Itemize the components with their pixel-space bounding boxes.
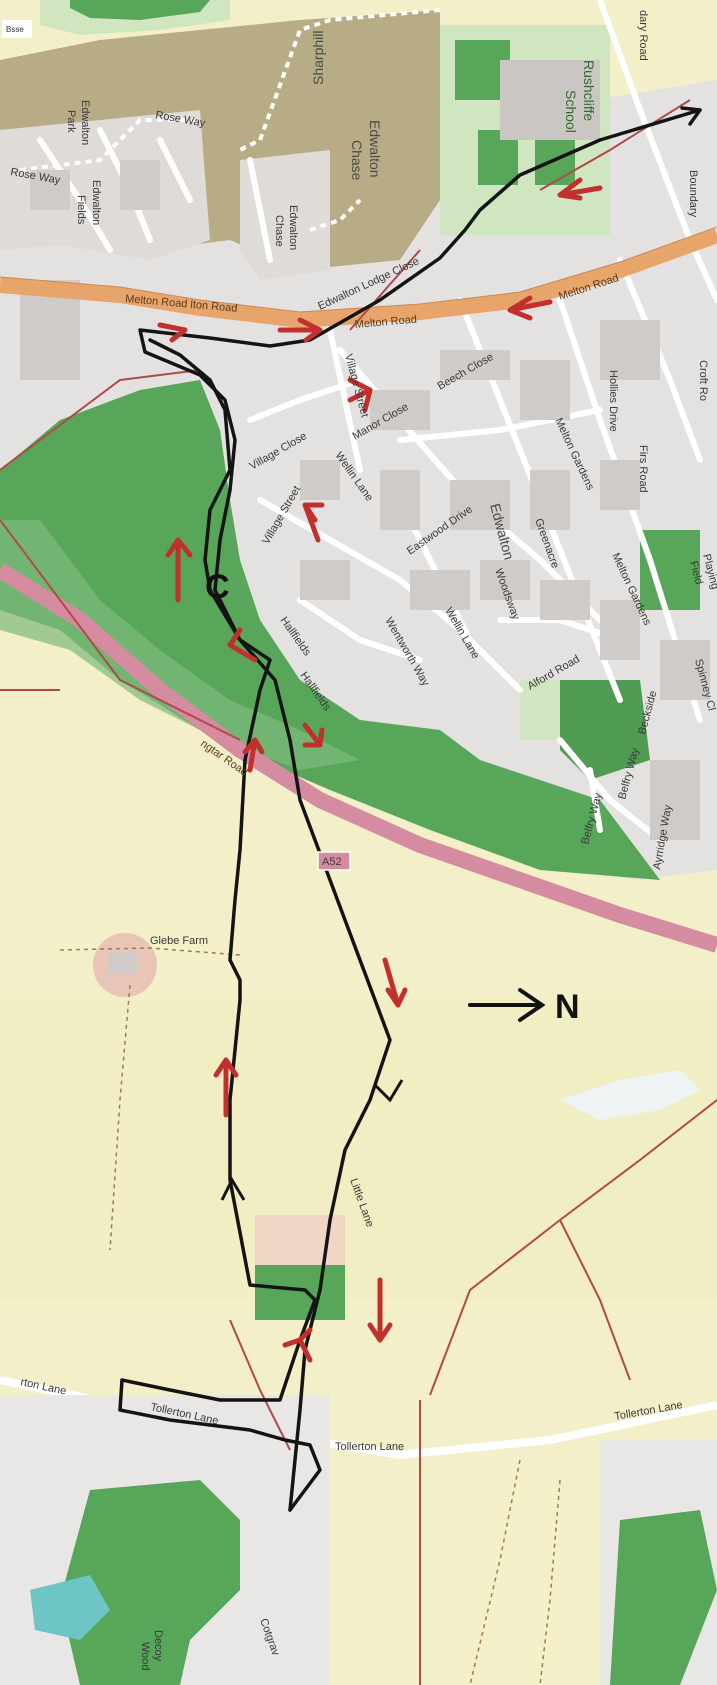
walk-route[interactable] xyxy=(118,106,702,1512)
farm-tracks xyxy=(59,947,561,1685)
label-melton-road-mid: Melton Road xyxy=(354,314,417,331)
label-edwalton-fields-1: Edwalton xyxy=(90,180,102,225)
scan-blot xyxy=(560,1070,700,1120)
start-mark: C xyxy=(205,568,230,606)
corner-tag xyxy=(2,20,32,38)
farm-green-middle xyxy=(255,1265,345,1320)
route-end-arrow xyxy=(680,106,702,126)
park-light-edge xyxy=(0,520,360,770)
school-pitch-3 xyxy=(535,140,575,185)
footpaths xyxy=(19,8,441,232)
label-school: School xyxy=(563,90,579,133)
label-edwalton-chase-1: Edwalton xyxy=(367,120,383,178)
label-edwalton-park-2: Park xyxy=(65,110,77,133)
label-edwalton-park-1: Edwalton xyxy=(79,100,91,145)
edwalton-chase-estate xyxy=(240,150,330,280)
route-return[interactable] xyxy=(118,338,322,1512)
south-pond xyxy=(30,1575,110,1640)
label-edwalton-fields-2: Fields xyxy=(75,195,87,225)
top-green-wood xyxy=(70,0,210,20)
label-decoy-wood-2: Wood xyxy=(139,1642,151,1671)
melton-road-casing xyxy=(0,226,717,313)
label-rushcliffe: Rushcliffe xyxy=(581,60,597,121)
label-edwalton-chase-2: Chase xyxy=(349,140,365,181)
farmland-band xyxy=(0,1000,717,1300)
glebe-farm-buildings xyxy=(108,952,138,974)
field-boundaries xyxy=(0,99,717,1685)
edwalton-fields-estate xyxy=(0,110,210,260)
small-park xyxy=(520,680,560,740)
recreation-ground xyxy=(560,680,650,780)
school-buildings xyxy=(500,60,600,140)
a52-shield xyxy=(317,851,351,871)
south-east-wood xyxy=(610,1510,717,1685)
label-hollies-drive: Hollies Drive xyxy=(607,370,619,432)
label-glebe-farm: Glebe Farm xyxy=(150,935,208,947)
route-outbound[interactable] xyxy=(138,108,702,1512)
building-blocks xyxy=(20,160,710,840)
label-edwalton-chase-small-2: Chase xyxy=(273,215,285,247)
north-arrow xyxy=(468,988,546,1022)
label-playing-field-2: Field xyxy=(687,560,705,586)
label-sharphill: Sharphill xyxy=(310,31,326,85)
south-woodland xyxy=(60,1480,240,1685)
label-tollerton-lane-3: Tollerton Lane xyxy=(335,1441,404,1453)
a52-ring-road xyxy=(0,563,717,953)
a52-shield-label: A52 xyxy=(322,856,342,868)
red-direction-arrows xyxy=(157,177,603,1363)
north-label: N xyxy=(555,988,580,1026)
label-boundary: Boundary xyxy=(687,170,699,218)
label-firs-road: Firs Road xyxy=(637,445,649,493)
label-croft-road: Croft Ro xyxy=(697,360,709,401)
label-edwalton-chase-small-1: Edwalton xyxy=(287,205,299,250)
edwalton-golf-woodland xyxy=(0,380,660,880)
label-decoy-wood-1: Decoy xyxy=(152,1630,164,1662)
melton-road xyxy=(0,227,717,329)
route-direction-marks xyxy=(220,1079,404,1201)
corner-label: Bsse xyxy=(6,25,24,34)
farmland-north xyxy=(0,700,717,1000)
label-boundary-road-top: dary Road xyxy=(637,10,649,61)
